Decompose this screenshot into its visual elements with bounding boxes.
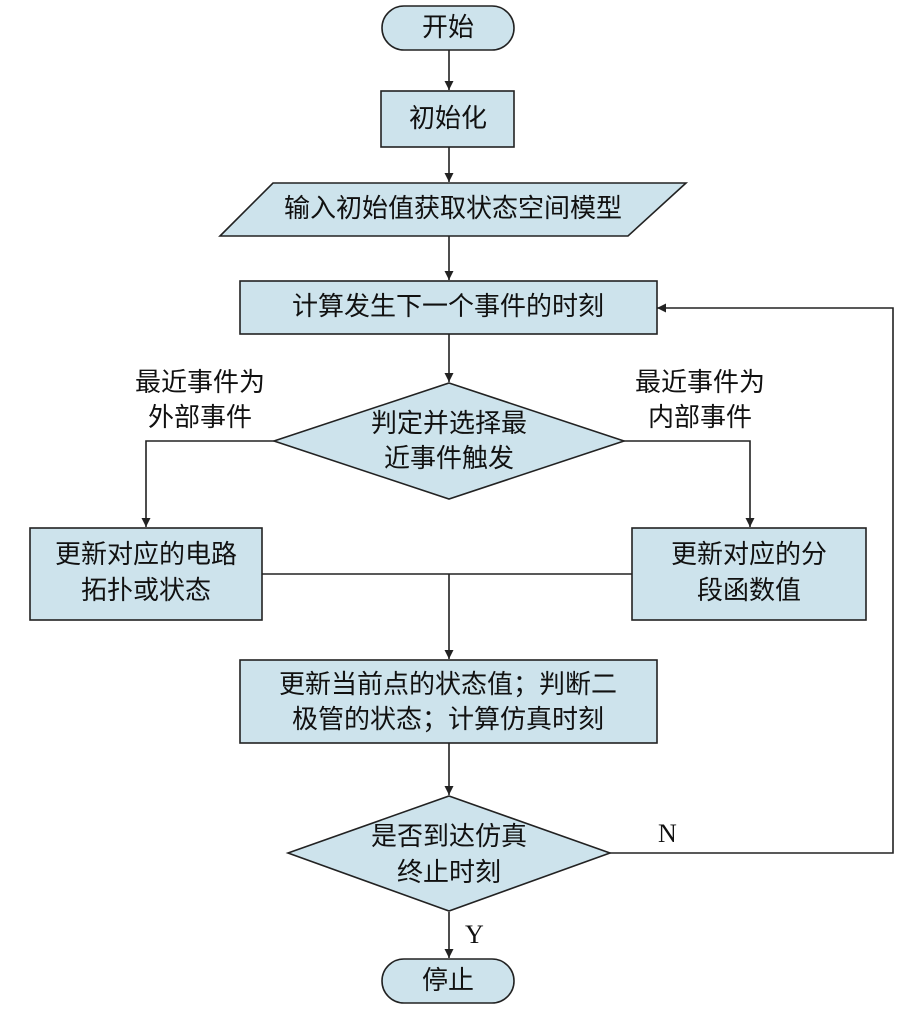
yes-branch-label: Y [465,920,484,949]
update-state-line2: 极管的状态；计算仿真时刻 [292,705,604,735]
end-check-node: 是否到达仿真 终止时刻 [285,795,613,912]
decide-label-line1: 判定并选择最 [371,409,527,439]
init-label: 初始化 [409,104,487,134]
internal-event-label-line1: 最近事件为 [635,368,765,398]
external-event-label-line2: 外部事件 [148,403,252,433]
edge-decide-external [141,440,274,527]
update-circuit-line1: 更新对应的电路 [55,540,237,570]
edge-check-loop-back [610,303,894,854]
decide-label-line2: 近事件触发 [384,444,514,474]
no-branch-label: N [658,819,677,848]
update-state-node: 更新当前点的状态值；判断二 极管的状态；计算仿真时刻 [239,659,658,744]
update-piecewise-node: 更新对应的分 段函数值 [631,527,867,621]
end-check-line1: 是否到达仿真 [371,822,527,852]
start-label: 开始 [422,13,474,43]
end-check-line2: 终止时刻 [397,858,501,888]
external-event-label-line1: 最近事件为 [135,368,265,398]
start-node: 开始 [381,5,515,51]
update-piecewise-line1: 更新对应的分 [671,540,827,570]
input-label: 输入初始值获取状态空间模型 [284,194,622,224]
update-piecewise-line2: 段函数值 [697,576,801,606]
stop-label: 停止 [422,966,474,996]
update-circuit-line2: 拓扑或状态 [81,576,211,606]
stop-node: 停止 [381,958,515,1004]
next-event-node: 计算发生下一个事件的时刻 [239,280,658,335]
input-node: 输入初始值获取状态空间模型 [218,182,689,237]
update-state-line1: 更新当前点的状态值；判断二 [279,670,617,700]
update-circuit-node: 更新对应的电路 拓扑或状态 [29,527,263,621]
internal-event-label-line2: 内部事件 [648,403,752,433]
decide-node: 判定并选择最 近事件触发 [271,382,627,500]
next-event-label: 计算发生下一个事件的时刻 [292,292,604,322]
init-node: 初始化 [380,90,515,148]
edge-decide-internal [624,440,755,527]
